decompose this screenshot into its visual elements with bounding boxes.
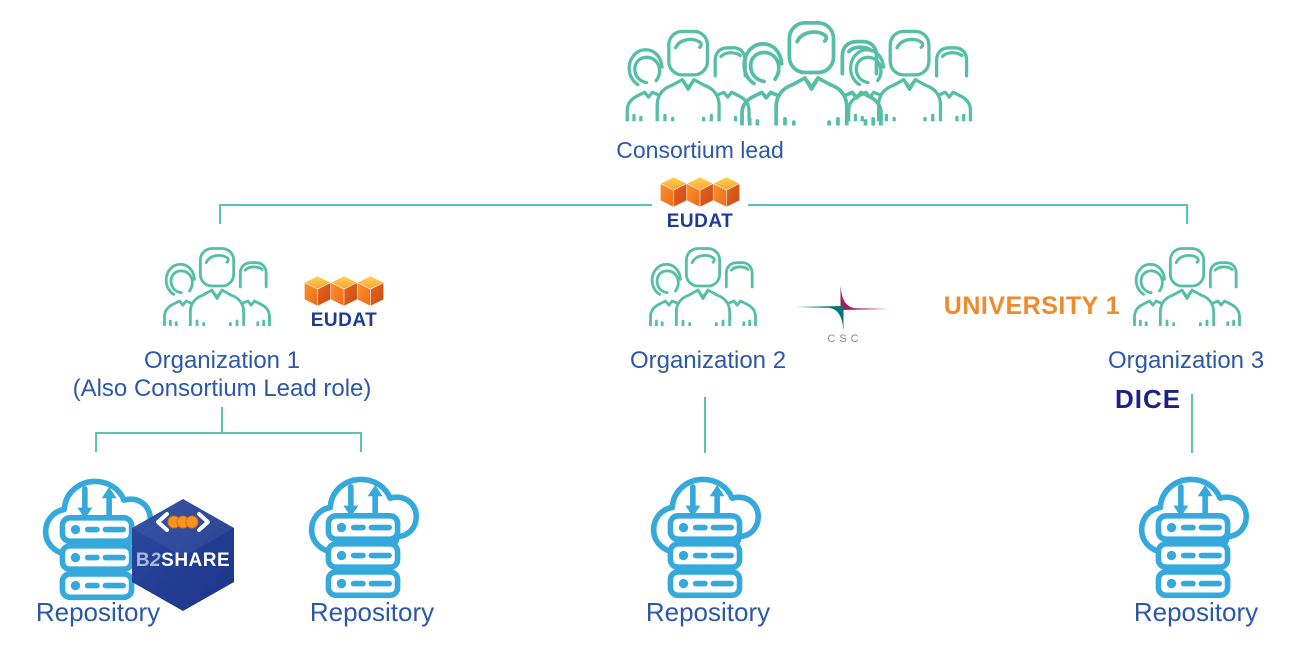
b2share-b2: B2 — [135, 550, 162, 571]
repo1-label: Repository — [35, 597, 161, 627]
eudat-cubes-icon — [302, 275, 386, 309]
org1-note: (Also Consortium Lead role) — [72, 375, 372, 402]
csc-label: CSC — [827, 333, 863, 345]
csc-logo — [795, 285, 889, 331]
repo2-cloud-server-icon — [306, 457, 420, 599]
org1-stem — [221, 407, 223, 433]
org3-stem — [1191, 394, 1193, 453]
eudat-wordmark: EUDAT — [310, 310, 378, 331]
connector-drop-org1 — [219, 204, 221, 224]
connector-drop-org3 — [1186, 204, 1188, 224]
repo3-cloud-server-icon — [648, 457, 762, 599]
org2-name: Organization 2 — [629, 347, 787, 374]
consortium-team-icon — [527, 18, 873, 122]
org1-drop-right — [360, 432, 362, 452]
eudat-cubes-icon — [658, 176, 742, 210]
connector-top-left — [219, 204, 652, 206]
org1-eudat-logo: EUDAT — [299, 275, 389, 332]
repo4-label: Repository — [1133, 597, 1259, 627]
org2-team-icon — [648, 246, 758, 326]
org3-team-icon — [1132, 246, 1242, 326]
consortium-lead-label: Consortium lead — [616, 137, 784, 163]
university1-label: UNIVERSITY 1 — [943, 292, 1121, 320]
eudat-logo: EUDAT — [655, 176, 745, 233]
eudat-wordmark: EUDAT — [666, 211, 734, 232]
dice-label: DICE — [1114, 384, 1182, 414]
repo3-label: Repository — [645, 597, 771, 627]
b2share-wordmark: B2SHARE — [136, 550, 230, 572]
connector-top-right — [748, 204, 1187, 206]
org1-branch — [95, 432, 362, 434]
org2-stem — [704, 397, 706, 453]
b2share-share: SHARE — [161, 550, 231, 571]
repo4-cloud-server-icon — [1136, 457, 1250, 599]
repo2-label: Repository — [309, 597, 435, 627]
org1-name: Organization 1 — [143, 347, 301, 374]
org3-name: Organization 3 — [1107, 347, 1265, 374]
org1-drop-left — [95, 432, 97, 452]
org1-team-icon — [162, 246, 272, 326]
